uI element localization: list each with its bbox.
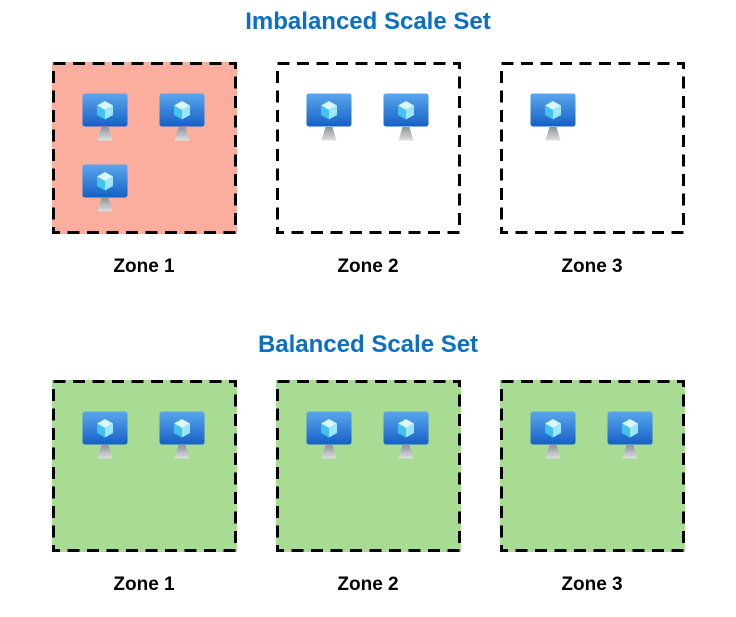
zone: Zone 1 bbox=[51, 380, 237, 598]
section-title: Imbalanced Scale Set bbox=[245, 8, 491, 35]
vm-icons bbox=[500, 62, 685, 176]
vm-icon bbox=[159, 93, 205, 145]
zone-label: Zone 2 bbox=[337, 256, 399, 277]
zones-row: Zone 1 bbox=[0, 380, 736, 598]
zones-row: Zone 1 bbox=[0, 62, 736, 280]
zone-box bbox=[499, 380, 685, 552]
zone-box bbox=[499, 62, 685, 234]
vm-icon bbox=[306, 411, 352, 463]
zone-box bbox=[275, 62, 461, 234]
zone-box bbox=[275, 380, 461, 552]
zone-label: Zone 3 bbox=[561, 574, 623, 595]
zone-box bbox=[51, 62, 237, 234]
vm-icon bbox=[82, 164, 128, 216]
vm-icon bbox=[82, 93, 128, 145]
vm-icon bbox=[383, 411, 429, 463]
zone-label: Zone 2 bbox=[337, 574, 399, 595]
vm-icons bbox=[52, 380, 237, 494]
balanced-scale-set-section: Balanced Scale Set bbox=[0, 330, 736, 598]
zone-label: Zone 1 bbox=[113, 256, 175, 277]
vm-icon bbox=[530, 411, 576, 463]
zone-label: Zone 1 bbox=[113, 574, 175, 595]
zone-box bbox=[51, 380, 237, 552]
zone-label: Zone 3 bbox=[561, 256, 623, 277]
vm-icons bbox=[52, 62, 237, 247]
zone: Zone 2 bbox=[275, 62, 461, 280]
zone: Zone 3 bbox=[499, 380, 685, 598]
section-title: Balanced Scale Set bbox=[257, 331, 479, 358]
vm-icons bbox=[500, 380, 685, 494]
vm-icon bbox=[159, 411, 205, 463]
vm-icon bbox=[530, 93, 576, 145]
imbalanced-scale-set-section: Imbalanced Scale Set bbox=[0, 0, 736, 280]
zone: Zone 3 bbox=[499, 62, 685, 280]
vm-icon bbox=[383, 93, 429, 145]
vm-icon bbox=[82, 411, 128, 463]
vm-icon bbox=[306, 93, 352, 145]
vm-icons bbox=[276, 62, 461, 176]
vm-icon bbox=[607, 411, 653, 463]
zone: Zone 1 bbox=[51, 62, 237, 280]
zone: Zone 2 bbox=[275, 380, 461, 598]
vm-icons bbox=[276, 380, 461, 494]
